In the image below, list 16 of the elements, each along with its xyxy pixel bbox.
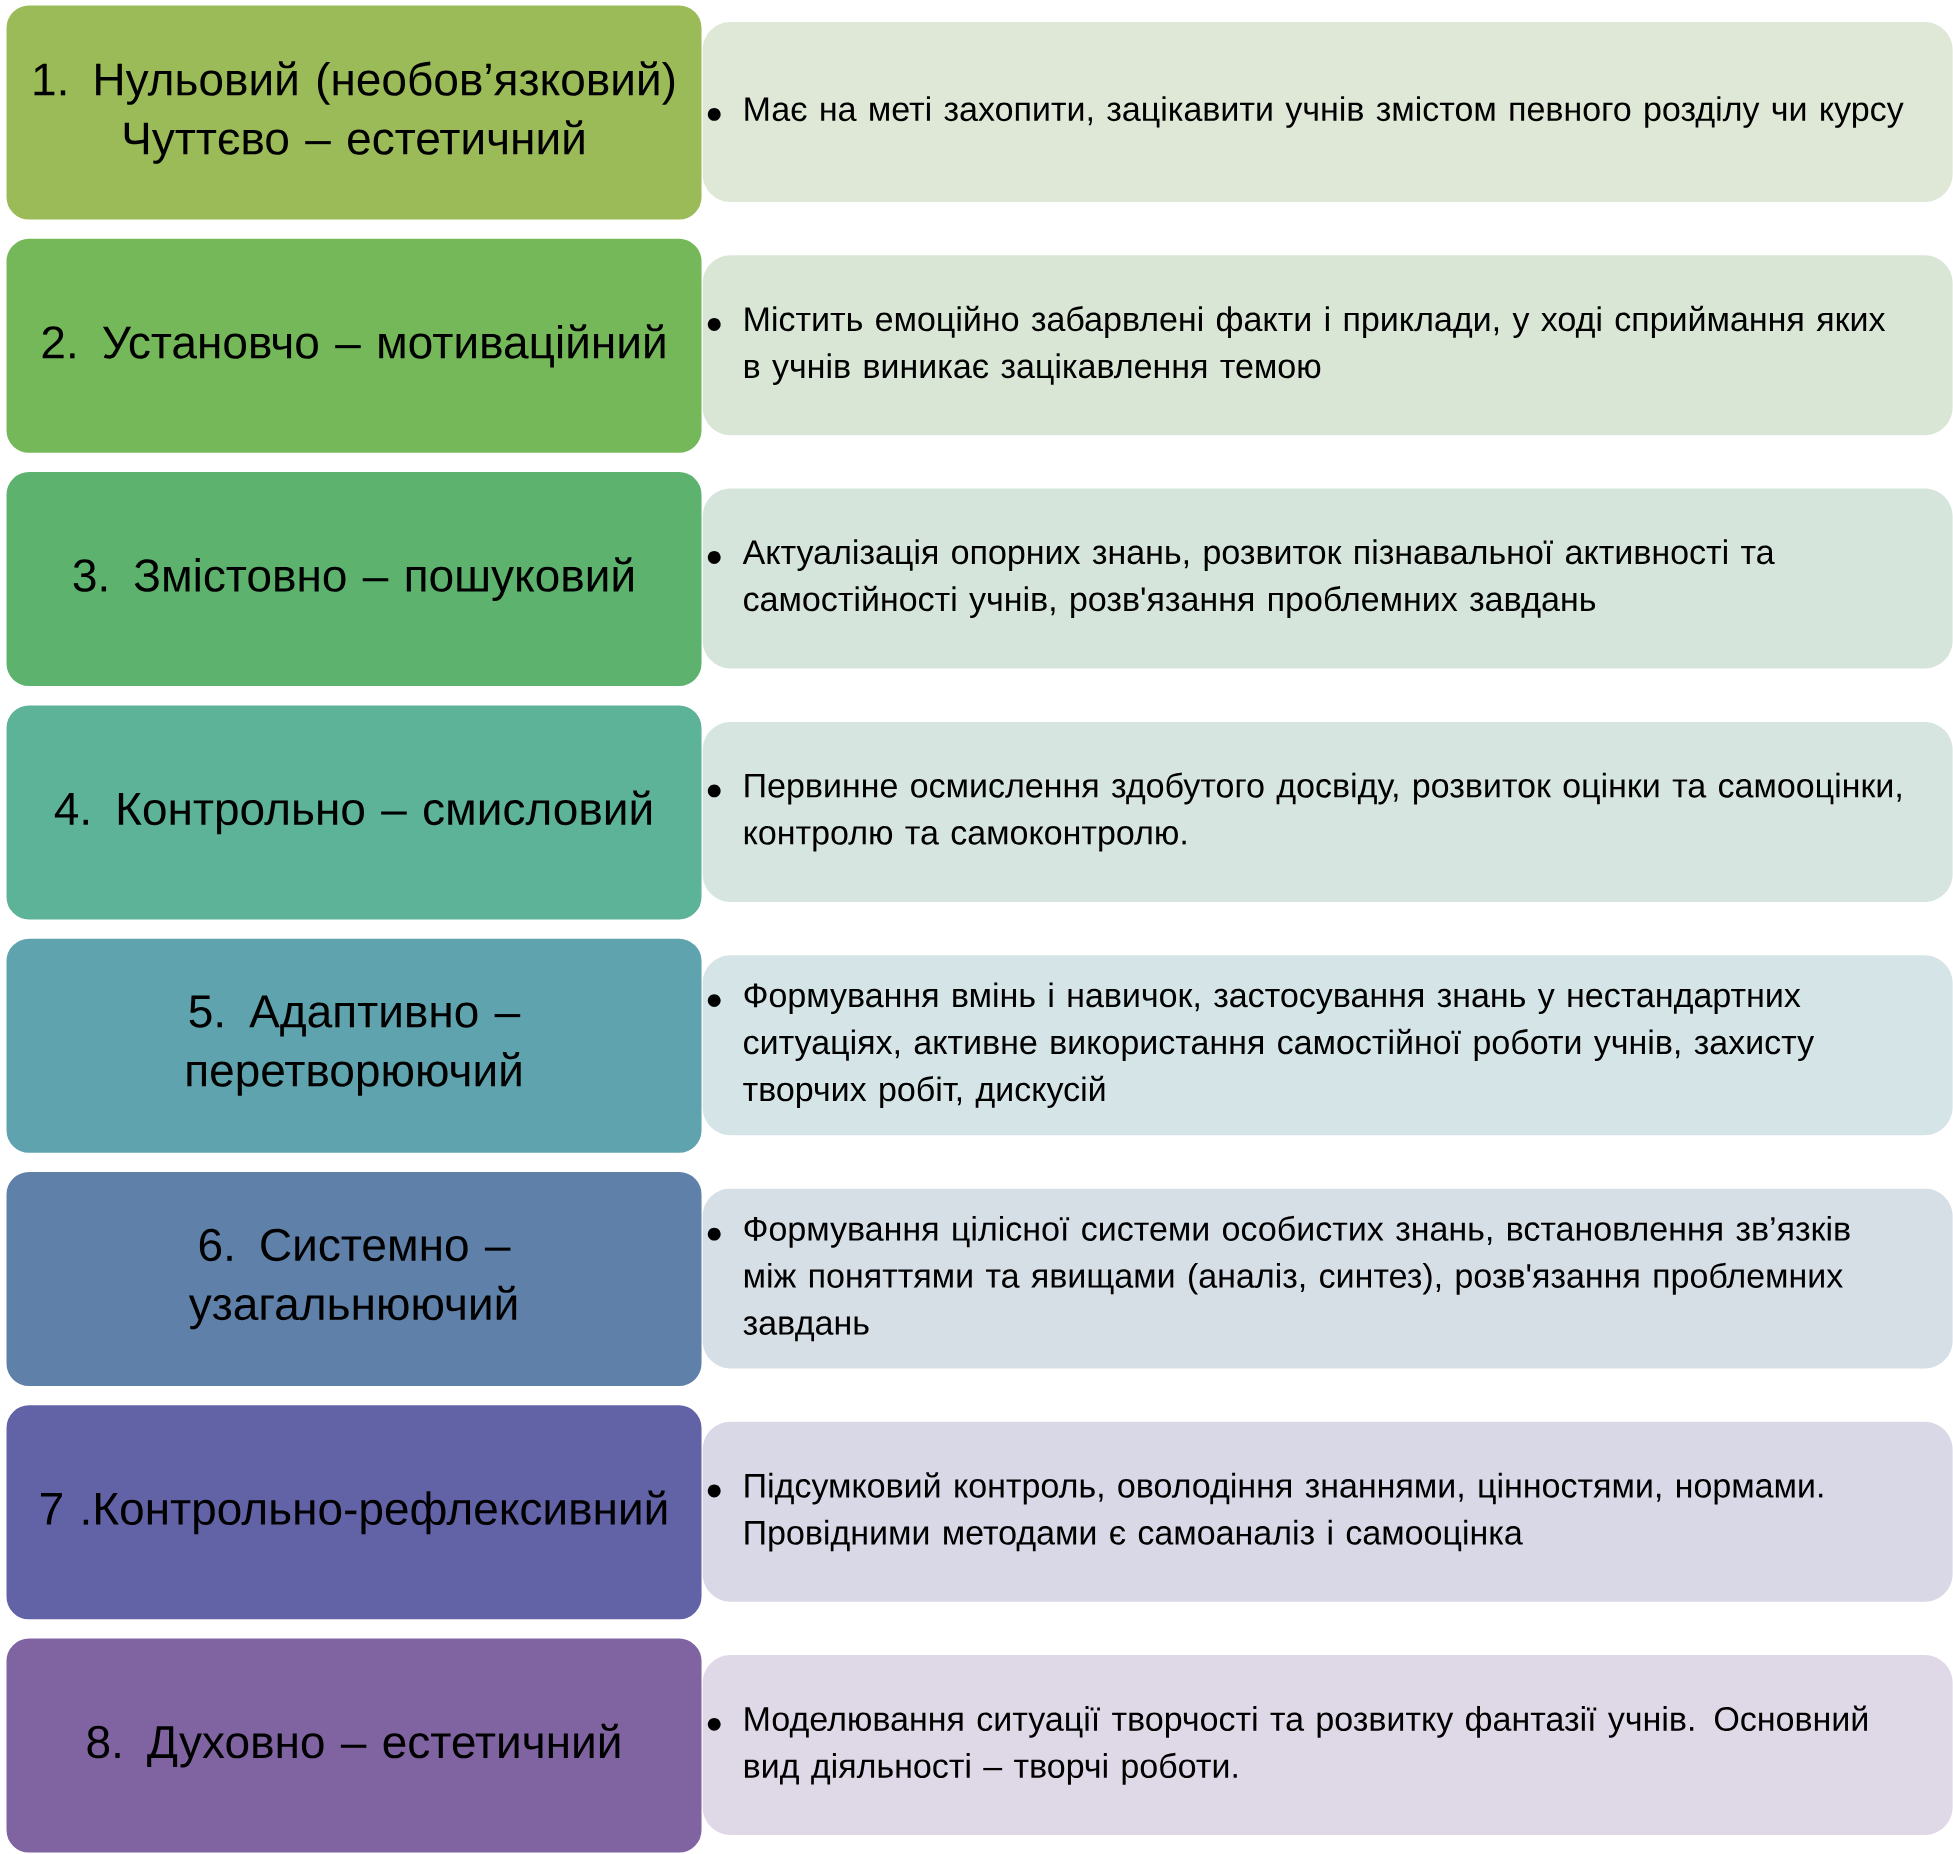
stage-box: 7 .Контрольно-рефлексивний: [3, 1402, 705, 1623]
stage-box: 2. Установчо – мотиваційний: [3, 235, 705, 456]
description-box: Містить емоційно забарвлені факти і приклади, у ході сприймання яких в учнів виникає зацікавлення темою: [702, 255, 1953, 436]
description-box: Підсумковий контроль, оволодіння знаннями, цінностями, нормами. Провідними методами є самоаналіз і самооцінка: [702, 1421, 1953, 1602]
description-box: Формування вмінь і навичок, застосування знань у нестандартних ситуаціях, активне використання самостійної роботи учнів, захисту творчих робіт, дискусій: [702, 955, 1953, 1136]
description-box: Має на меті захопити, зацікавити учнів змістом певного розділу чи курсу: [702, 22, 1953, 202]
stage-box: 1. Нульовий (необов’язковий) Чуттєво – естетичний: [3, 2, 705, 223]
description-box: Первинне осмислення здобутого досвіду, розвиток оцінки та самооцінки, контролю та самоконтролю.: [702, 721, 1953, 902]
description-box: Актуалізація опорних знань, розвиток пізнавальної активності та самостійності учнів, розв'язання проблемних завдань: [702, 488, 1953, 669]
description-box: Формування цілісної системи особистих знань, встановлення зв’язків між поняттями та явищами (аналіз, синтез), розв'язання проблемних завдань: [702, 1188, 1953, 1369]
stage-box: 8. Духовно – естетичний: [3, 1635, 705, 1854]
stage-box: 6. Системно – узагальнюючий: [3, 1169, 705, 1389]
stage-box: 4. Контрольно – смисловий: [3, 702, 705, 923]
stage-box: 5. Адаптивно – перетворюючий: [3, 935, 705, 1156]
stage-box: 3. Змістовно – пошуковий: [3, 469, 705, 690]
description-box: Моделювання ситуації творчості та розвитку фантазії учнів. Основний вид діяльності – творчі роботи.: [702, 1655, 1953, 1836]
